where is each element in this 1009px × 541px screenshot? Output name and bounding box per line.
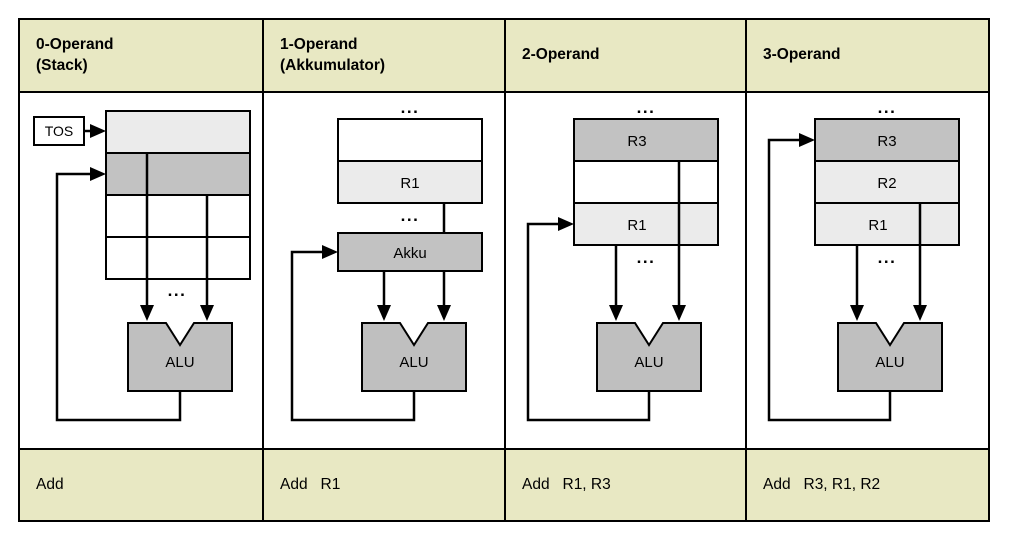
register-file-cells: R3 R1 — [573, 118, 719, 246]
ellipsis-bottom: ... — [168, 281, 187, 300]
column-1-operand: 1-Operand (Akkumulator) ... R1 ... — [262, 20, 504, 520]
alu-shape — [361, 322, 467, 392]
column-2-operand: 2-Operand ... R3 R1 ... — [504, 20, 745, 520]
column-body-1-operand: ... R1 ... Akku — [264, 93, 504, 448]
stack-cell-1 — [105, 152, 251, 196]
instruction-3-operand: Add R3, R1, R2 — [747, 448, 988, 520]
ellipsis-bottom: ... — [637, 248, 656, 267]
register-label-r1: R1 — [400, 175, 419, 192]
instruction-1-operand: Add R1 — [264, 448, 504, 520]
stack-cells — [105, 110, 251, 280]
operand-bus-lines — [145, 154, 209, 309]
alu-feedback-path — [526, 217, 651, 422]
register-label-r1: R1 — [627, 217, 646, 234]
tos-label: TOS — [45, 123, 74, 139]
register-label-r3: R3 — [877, 133, 896, 150]
alu-shape — [596, 322, 702, 392]
arrowhead-accumulator-into-alu — [377, 305, 391, 321]
column-header-3-operand: 3-Operand — [747, 20, 988, 93]
arrowhead-r1-into-alu — [850, 305, 864, 321]
alu-label: ALU — [875, 354, 904, 371]
stack-cell-3 — [105, 236, 251, 280]
register-cell-r2 — [814, 160, 960, 204]
register-cell-0 — [337, 118, 483, 162]
header-line-2: (Akkumulator) — [280, 56, 386, 74]
accumulator-machine-svg: ... R1 ... Akku — [290, 98, 483, 422]
register-cell-r1 — [814, 202, 960, 246]
register-label-r3: R3 — [627, 133, 646, 150]
header-line-1: 2-Operand — [522, 46, 600, 64]
register-label-r1: R1 — [868, 217, 887, 234]
arrowhead-r1-into-alu — [609, 305, 623, 321]
tos-arrowhead — [90, 124, 106, 138]
arrowhead-feedback — [322, 245, 338, 259]
header-line-1: 0-Operand — [36, 36, 114, 54]
ellipsis-top: ... — [637, 98, 656, 117]
arrowhead-r2-into-alu — [913, 305, 927, 321]
arrowhead-feedback — [558, 217, 574, 231]
register-cell-empty — [573, 160, 719, 204]
arrowhead-r1-into-alu — [437, 305, 451, 321]
tos-pointer: TOS — [33, 116, 106, 146]
register-label-r2: R2 — [877, 175, 896, 192]
comparison-table: 0-Operand (Stack) — [18, 18, 990, 522]
arrowhead-r3-into-alu — [672, 305, 686, 321]
instruction-0-operand: Add — [20, 448, 262, 520]
ellipsis-top: ... — [878, 98, 897, 117]
header-line-1: 3-Operand — [763, 46, 841, 64]
three-operand-machine-svg: ... R3 R2 R1 ... — [767, 98, 960, 422]
alu-label: ALU — [634, 354, 663, 371]
column-body-0-operand: ... ALU TOS — [20, 93, 262, 448]
register-cell-r1 — [337, 160, 483, 204]
stack-cell-2 — [105, 194, 251, 238]
accumulator-label: Akku — [393, 245, 426, 262]
alu-label: ALU — [165, 354, 194, 371]
column-3-operand: 3-Operand ... R3 R2 R1 ... — [745, 20, 988, 520]
alu-shape — [127, 322, 233, 392]
alu-feedback-path — [767, 133, 892, 422]
arrowhead-feedback — [799, 133, 815, 147]
alu-shape — [837, 322, 943, 392]
alu-label: ALU — [399, 354, 428, 371]
arrowhead-left-into-alu — [140, 305, 154, 321]
column-header-1-operand: 1-Operand (Akkumulator) — [264, 20, 504, 93]
column-body-3-operand: ... R3 R2 R1 ... — [747, 93, 988, 448]
stack-cell-0 — [105, 110, 251, 154]
stack-machine-svg: ... ALU TOS — [33, 110, 251, 422]
alu-feedback-path — [290, 245, 416, 422]
arrowhead-right-into-alu — [200, 305, 214, 321]
register-cell-r3 — [573, 118, 719, 162]
ellipsis-top: ... — [401, 98, 420, 117]
header-line-1: 1-Operand — [280, 36, 358, 54]
ellipsis-bottom: ... — [401, 206, 420, 225]
accumulator-box — [337, 232, 483, 272]
instruction-2-operand: Add R1, R3 — [506, 448, 745, 520]
column-body-2-operand: ... R3 R1 ... — [506, 93, 745, 448]
column-0-operand: 0-Operand (Stack) — [20, 20, 262, 520]
column-header-2-operand: 2-Operand — [506, 20, 745, 93]
column-header-0-operand: 0-Operand (Stack) — [20, 20, 262, 93]
arrowhead-feedback — [90, 167, 106, 181]
header-line-2: (Stack) — [36, 56, 88, 74]
register-file-cells: R3 R2 R1 — [814, 118, 960, 246]
ellipsis-bottom: ... — [878, 248, 897, 267]
alu-feedback-path — [55, 167, 182, 422]
two-operand-machine-svg: ... R3 R1 ... — [526, 98, 719, 422]
register-file-cells: R1 — [337, 118, 483, 204]
